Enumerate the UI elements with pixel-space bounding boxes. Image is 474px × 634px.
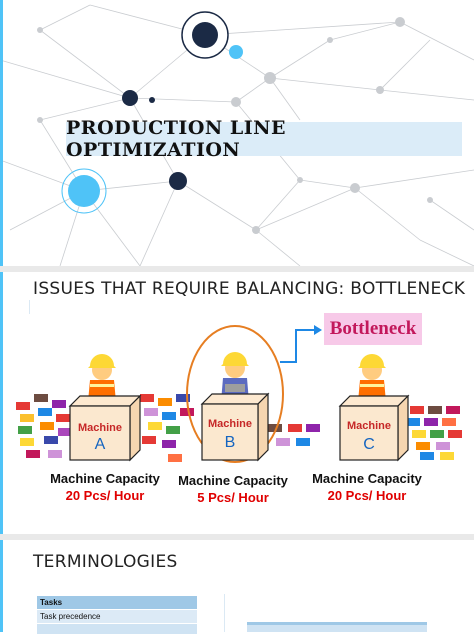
machine-b-box <box>200 392 270 462</box>
bottleneck-label: Bottleneck <box>324 313 422 345</box>
machine-c-rate: 20 Pcs/ Hour <box>327 488 407 503</box>
slide-heading: TERMINOLOGIES <box>33 552 178 572</box>
worker-a-icon <box>88 354 116 402</box>
machine-c-letter: C <box>363 436 375 453</box>
machine-a-box <box>68 394 142 462</box>
slide-heading: ISSUES THAT REQUIRE BALANCING: BOTTLENEC… <box>33 279 466 299</box>
machine-b-letter: B <box>224 434 236 451</box>
machine-b-label: Machine <box>207 418 252 430</box>
divider <box>224 594 225 632</box>
terms-table-right <box>247 622 427 632</box>
machine-a-letter: A <box>94 436 106 453</box>
network-background <box>0 4 474 266</box>
worker-c-icon <box>358 354 386 402</box>
brick-stack-middle-right <box>268 424 320 446</box>
slide-title: PRODUCTION LINE OPTIMIZATION <box>66 117 286 161</box>
accent-bar <box>0 540 3 632</box>
table-header: Tasks <box>37 596 197 609</box>
brick-stack-left <box>16 394 72 458</box>
machine-b-capacity-label: Machine Capacity <box>178 473 288 488</box>
table-row <box>37 623 197 634</box>
title-band: PRODUCTION LINE OPTIMIZATION <box>66 117 462 161</box>
bottleneck-diagram <box>16 325 462 463</box>
bottleneck-highlight-ring <box>186 325 284 463</box>
accent-bar <box>0 272 3 534</box>
slide-separator <box>0 266 474 272</box>
terms-table: Tasks Task precedence <box>37 596 197 634</box>
table-row: Task precedence <box>37 609 197 623</box>
brick-stack-middle-left <box>140 394 194 462</box>
slide-separator <box>0 534 474 540</box>
machine-a-capacity-label: Machine Capacity <box>50 471 160 486</box>
brick-stack-right <box>406 406 462 460</box>
divider <box>29 300 30 314</box>
machine-c-label: Machine <box>346 420 391 432</box>
machine-a-label: Machine <box>77 422 122 434</box>
accent-bar <box>0 0 3 266</box>
title-slide: PRODUCTION LINE OPTIMIZATION <box>0 0 474 266</box>
worker-b-icon <box>221 352 249 402</box>
machine-b-rate: 5 Pcs/ Hour <box>197 490 269 505</box>
machine-c-box <box>338 394 410 462</box>
machine-c-capacity-label: Machine Capacity <box>312 471 422 486</box>
bottleneck-arrow <box>280 329 314 363</box>
machine-a-rate: 20 Pcs/ Hour <box>65 488 145 503</box>
